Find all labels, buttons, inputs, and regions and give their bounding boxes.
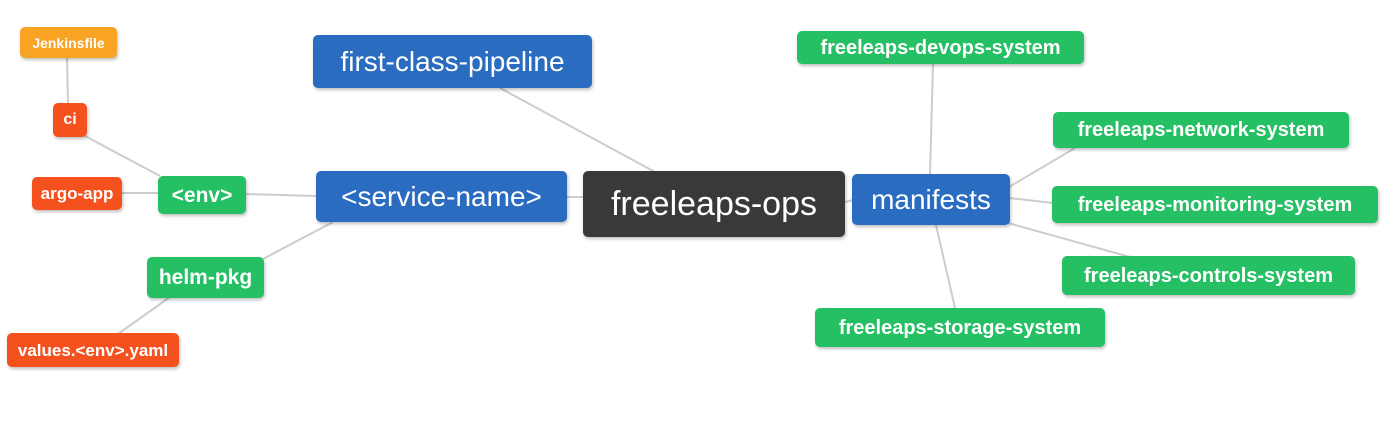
edge-first-class-pipeline-ops	[499, 87, 656, 173]
node-freeleaps-monitoring-system[interactable]: freeleaps-monitoring-system	[1052, 186, 1378, 223]
node-first-class-pipeline[interactable]: first-class-pipeline	[313, 35, 592, 88]
edge-manifests-network	[1008, 147, 1076, 188]
node-ci[interactable]: ci	[53, 103, 87, 137]
node-freeleaps-ops[interactable]: freeleaps-ops	[583, 171, 845, 237]
edge-env-service-name	[245, 193, 317, 197]
edge-helm-pkg-values	[117, 296, 171, 335]
edge-ops-manifests	[844, 199, 854, 203]
node-service-name[interactable]: <service-name>	[316, 171, 567, 222]
edge-manifests-devops	[929, 63, 934, 175]
node-jenkinsfile[interactable]: Jenkinsfile	[20, 27, 117, 58]
node-values-env-yaml[interactable]: values.<env>.yaml	[7, 333, 179, 367]
node-freeleaps-devops-system[interactable]: freeleaps-devops-system	[797, 31, 1084, 64]
node-helm-pkg[interactable]: helm-pkg	[147, 257, 264, 298]
edge-service-name-helm-pkg	[262, 221, 334, 260]
node-env[interactable]: <env>	[158, 176, 246, 214]
edge-manifests-controls	[1007, 222, 1131, 258]
node-argo-app[interactable]: argo-app	[32, 177, 122, 210]
node-freeleaps-network-system[interactable]: freeleaps-network-system	[1053, 112, 1349, 148]
node-freeleaps-storage-system[interactable]: freeleaps-storage-system	[815, 308, 1105, 347]
node-manifests[interactable]: manifests	[852, 174, 1010, 225]
node-freeleaps-controls-system[interactable]: freeleaps-controls-system	[1062, 256, 1355, 295]
edge-jenkinsfile-ci	[66, 57, 69, 104]
edge-manifests-storage	[935, 224, 956, 309]
edge-manifests-monitoring	[1008, 197, 1054, 204]
edge-ci-env	[84, 135, 161, 177]
